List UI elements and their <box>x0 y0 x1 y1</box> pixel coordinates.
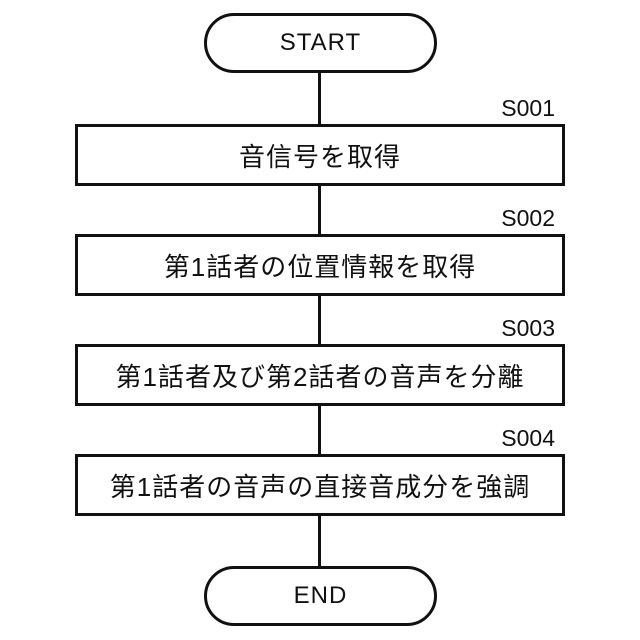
step-id-s004: S004 <box>497 425 555 451</box>
process-box-s001: 音信号を取得 <box>75 124 565 186</box>
process-text-s001: 音信号を取得 <box>238 141 401 172</box>
step-s004: S004 第1話者の音声の直接音成分を強調 <box>75 425 565 516</box>
process-box-s004: 第1話者の音声の直接音成分を強調 <box>75 454 565 516</box>
process-text-s003: 第1話者及び第2話者の音声を分離 <box>115 361 525 392</box>
end-terminal-label: END <box>293 582 348 609</box>
step-id-s002: S002 <box>497 205 555 231</box>
step-s001: S001 音信号を取得 <box>75 95 565 186</box>
step-id-s003: S003 <box>497 315 555 341</box>
process-text-s004: 第1話者の音声の直接音成分を強調 <box>109 471 531 502</box>
process-box-s003: 第1話者及び第2話者の音声を分離 <box>75 344 565 406</box>
process-box-s002: 第1話者の位置情報を取得 <box>75 234 565 296</box>
connector-s002-to-s003 <box>318 294 321 346</box>
step-s003: S003 第1話者及び第2話者の音声を分離 <box>75 315 565 406</box>
process-text-s002: 第1話者の位置情報を取得 <box>163 251 477 282</box>
step-s002: S002 第1話者の位置情報を取得 <box>75 205 565 296</box>
end-terminal: END <box>204 566 437 626</box>
start-terminal-label: START <box>279 29 362 56</box>
connector-s003-to-s004 <box>318 404 321 456</box>
step-id-s001: S001 <box>497 95 555 121</box>
connector-start-to-s001 <box>318 72 321 126</box>
connector-s001-to-s002 <box>318 184 321 236</box>
start-terminal: START <box>204 13 437 73</box>
connector-s004-to-end <box>318 514 321 568</box>
